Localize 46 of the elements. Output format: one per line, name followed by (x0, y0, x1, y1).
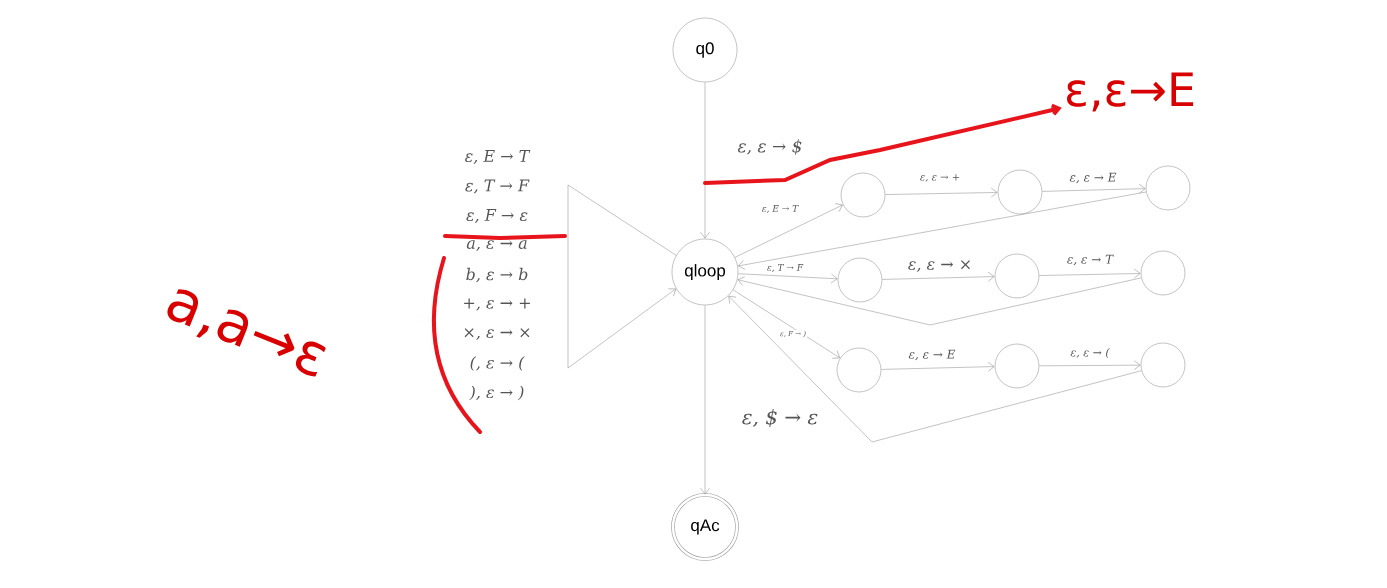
arrow (885, 187, 998, 198)
arrow (1039, 360, 1141, 370)
edge-label: ε, ε → T (1065, 253, 1115, 267)
arrow (734, 203, 843, 258)
transition-label: (, ε → ( (470, 356, 525, 371)
edge-label: ε, E → T (760, 204, 800, 214)
arrow (700, 305, 710, 495)
arrow (882, 271, 995, 282)
arrow (881, 361, 995, 372)
edge-label: ε, ε → × (906, 259, 974, 273)
transition-label: ), ε → ) (469, 385, 524, 401)
annotation-arrow (703, 103, 1062, 185)
arrow (737, 273, 838, 284)
state-circle (997, 169, 1043, 215)
state-circle (1140, 342, 1186, 388)
arrow (732, 289, 841, 359)
arrow (700, 82, 710, 239)
edge-label: ε, ε → ( (1069, 346, 1111, 360)
arrow (737, 191, 1147, 270)
state-circle (994, 343, 1040, 389)
arrow (737, 276, 1142, 326)
transition-label: +, ε → + (464, 298, 530, 311)
state-circle (1145, 165, 1191, 211)
state-circle (836, 347, 882, 393)
edge-label: ε, ε → $ (736, 138, 804, 156)
state-circle (1140, 250, 1186, 296)
state-circle (837, 257, 883, 303)
state-circle (840, 172, 886, 218)
state-circle (994, 253, 1040, 299)
arrow (1039, 268, 1141, 279)
transition-label: b, ε → b (466, 267, 528, 283)
transition-label: ε, T → F (465, 179, 530, 194)
arrow (567, 184, 677, 369)
transition-label: ε, E → T (465, 150, 531, 164)
edge-label: ε, T → F (766, 263, 805, 273)
transition-label: a, ε → a (466, 240, 527, 251)
arrow (728, 295, 1142, 443)
arrow (1042, 183, 1146, 194)
transition-label: ×, ε → × (464, 328, 530, 340)
handwritten-note: a,a→ε (167, 289, 326, 377)
handwritten-note: ε,ε→E (1067, 72, 1194, 112)
edge-label: ε, ε → + (918, 173, 962, 183)
transition-label: ε, F → ε (466, 209, 528, 223)
edge-label: ε, $ → ε (740, 407, 820, 429)
edge-label: ε, ε → E (907, 348, 957, 362)
edge-label: ε, ε → E (1068, 171, 1118, 185)
